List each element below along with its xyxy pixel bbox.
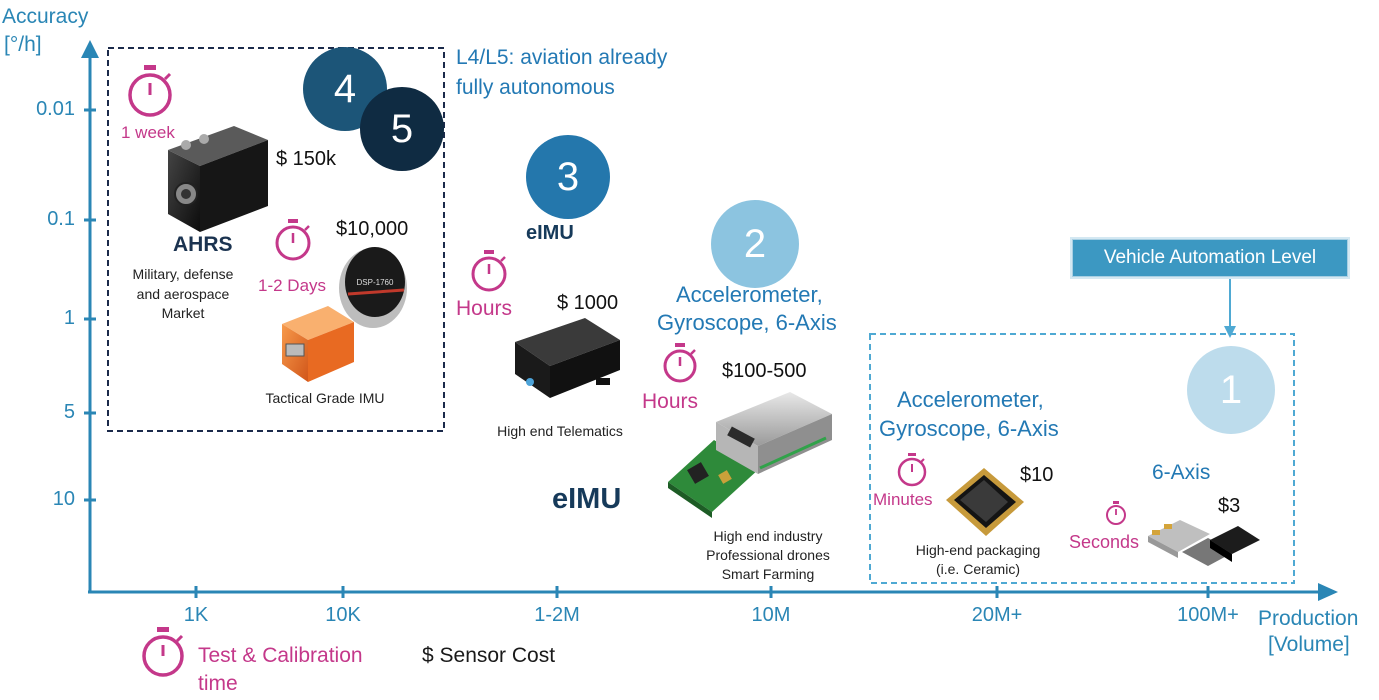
telematics-price: $ 1000	[557, 292, 619, 314]
y-tick-label: 0.01	[36, 98, 75, 120]
automation-level-label: Vehicle Automation Level	[1072, 239, 1348, 277]
legend-test-label: Test & Calibration	[198, 644, 363, 667]
x-tick-label: 1-2M	[534, 604, 580, 626]
fog-device-image: DSP-1760	[339, 247, 407, 328]
x-axis-unit: [Volume]	[1268, 633, 1350, 656]
ahrs-time-label: 1 week	[121, 123, 175, 142]
stopwatch-icon	[663, 343, 697, 383]
y-axis-unit: [°/h]	[4, 33, 42, 56]
x-axis	[88, 583, 1338, 601]
tactical-caption: Tactical Grade IMU	[265, 390, 385, 406]
l4l5-note-line2: fully autonomous	[456, 76, 615, 99]
eimu-label-top: eIMU	[526, 222, 574, 244]
tactical-price: $10,000	[336, 218, 409, 240]
y-tick-label: 0.1	[47, 208, 75, 230]
legend-test-label-line2: time	[198, 672, 238, 695]
industry-caption-line1: High end industry	[713, 528, 823, 544]
telematics-time-label: Hours	[456, 297, 513, 320]
fog-device-label: DSP-1760	[357, 278, 394, 287]
ceramic-title-line2: Gyroscope, 6-Axis	[879, 416, 1059, 441]
level-3-circle: 3	[526, 135, 610, 219]
industry-price: $100-500	[722, 360, 807, 382]
ahrs-price: $ 150k	[276, 148, 337, 170]
x-tick-label: 10K	[325, 604, 361, 626]
consumer-time-label: Seconds	[1069, 532, 1140, 552]
x-tick-label: 1K	[183, 604, 209, 626]
ahrs-device-image	[168, 126, 268, 232]
tactical-imu-image	[282, 306, 354, 382]
ceramic-chip-image	[946, 468, 1024, 536]
ahrs-desc-line2: and aerospace	[136, 286, 230, 302]
telematics-device-image	[515, 318, 620, 398]
y-tick-label: 5	[63, 401, 75, 423]
y-axis	[81, 40, 99, 592]
level-2-circle: 2	[711, 200, 799, 288]
ahrs-desc-line3: Market	[161, 305, 205, 321]
consumer-chips-image	[1148, 520, 1260, 566]
stopwatch-icon	[1106, 501, 1126, 525]
stopwatch-icon	[128, 65, 172, 117]
ceramic-caption-line2: (i.e. Ceramic)	[935, 561, 1020, 577]
tactical-time-label: 1-2 Days	[258, 276, 327, 295]
ceramic-caption-line1: High-end packaging	[915, 542, 1041, 558]
stopwatch-icon	[897, 453, 927, 487]
x-axis-title: Production	[1258, 607, 1359, 630]
consumer-title: 6-Axis	[1152, 461, 1211, 484]
y-tick-label: 1	[63, 307, 75, 329]
stopwatch-icon	[142, 627, 184, 677]
legend-cost-label: $ Sensor Cost	[422, 644, 556, 667]
stopwatch-icon	[275, 219, 311, 261]
ceramic-title-line1: Accelerometer,	[897, 387, 1044, 412]
consumer-price: $3	[1218, 495, 1241, 517]
eimu-label-bottom: eIMU	[552, 483, 622, 515]
industry-caption-line2: Professional drones	[706, 547, 830, 563]
industry-module-image	[716, 392, 832, 474]
ceramic-price: $10	[1020, 464, 1054, 486]
telematics-caption: High end Telematics	[497, 423, 623, 439]
automotive-group-box	[869, 333, 1295, 584]
x-tick-label: 10M	[751, 604, 791, 626]
y-axis-title: Accuracy	[2, 5, 89, 28]
l4l5-note: L4/L5: aviation already	[456, 46, 668, 69]
ceramic-time-label: Minutes	[873, 490, 933, 509]
x-tick-label: 20M+	[971, 604, 1023, 626]
x-tick-label: 100M+	[1177, 604, 1239, 626]
ahrs-title: AHRS	[173, 233, 233, 256]
stopwatch-icon	[471, 250, 507, 292]
industry-title-line2: Gyroscope, 6-Axis	[657, 310, 837, 335]
level-1-circle: 1	[1187, 346, 1275, 434]
y-tick-label: 10	[52, 488, 75, 510]
level-5-circle: 5	[360, 87, 444, 171]
ahrs-desc-line1: Military, defense	[132, 266, 234, 282]
industry-title-line1: Accelerometer,	[676, 282, 823, 307]
industry-time-label: Hours	[642, 390, 699, 413]
industry-caption-line3: Smart Farming	[721, 566, 815, 582]
